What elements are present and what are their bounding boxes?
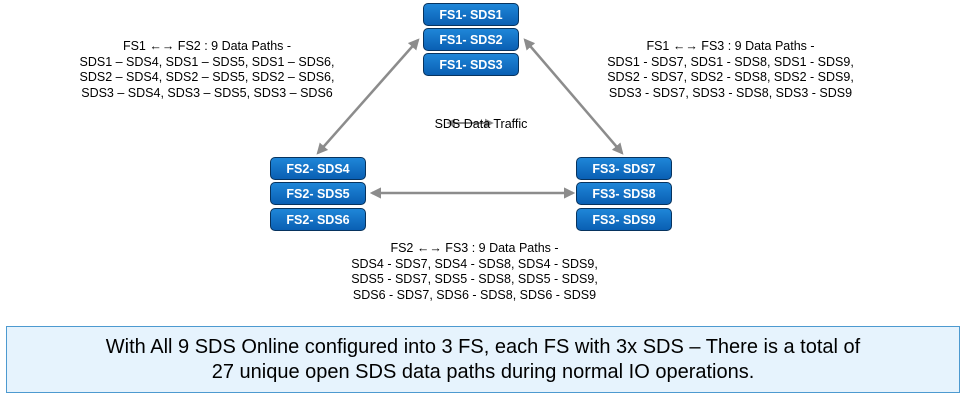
paths-fs2-fs3: FS2 ←→ FS3 : 9 Data Paths - SDS4 - SDS7,… (322, 241, 627, 303)
node-fs2-sds5: FS2- SDS5 (270, 182, 366, 205)
paths-fs1-fs3: FS1 ←→ FS3 : 9 Data Paths - SDS1 - SDS7,… (578, 39, 883, 101)
node-fs2-sds6: FS2- SDS6 (270, 208, 366, 231)
node-fs1-sds1: FS1- SDS1 (423, 3, 519, 26)
summary-line: 27 unique open SDS data paths during nor… (211, 360, 755, 383)
summary-line: With All 9 SDS Online configured into 3 … (105, 335, 861, 358)
legend-traffic-label: SDS Data Traffic (434, 117, 528, 131)
node-fs3-sds7: FS3- SDS7 (576, 157, 672, 180)
paths-line: SDS4 - SDS7, SDS4 - SDS8, SDS4 - SDS9, (351, 256, 598, 271)
paths-line: SDS3 - SDS7, SDS3 - SDS8, SDS3 - SDS9 (608, 85, 853, 100)
node-fs1-sds3: FS1- SDS3 (423, 53, 519, 76)
paths-line: SDS5 - SDS7, SDS5 - SDS8, SDS5 - SDS9, (351, 272, 598, 287)
paths-line: SDS2 - SDS7, SDS2 - SDS8, SDS2 - SDS9, (607, 70, 854, 85)
paths-heading: FS1 ←→ FS2 : 9 Data Paths - (122, 39, 292, 53)
node-fs3-sds8: FS3- SDS8 (576, 182, 672, 205)
paths-line: SDS1 – SDS4, SDS1 – SDS5, SDS1 – SDS6, (79, 54, 335, 69)
paths-heading: FS2 ←→ FS3 : 9 Data Paths - (390, 241, 559, 255)
node-fs3-sds9: FS3- SDS9 (576, 208, 672, 231)
node-fs1-sds2: FS1- SDS2 (423, 28, 519, 51)
arrow-fs1-fs2 (316, 38, 420, 155)
paths-line: SDS1 - SDS7, SDS1 - SDS8, SDS1 - SDS9, (607, 54, 854, 69)
node-fs2-sds4: FS2- SDS4 (270, 157, 366, 180)
summary-box: With All 9 SDS Online configured into 3 … (6, 326, 960, 393)
paths-line: SDS3 – SDS4, SDS3 – SDS5, SDS3 – SDS6 (81, 85, 333, 100)
paths-heading: FS1 ←→ FS3 : 9 Data Paths - (646, 39, 815, 53)
arrow-fs1-fs3 (523, 38, 624, 155)
paths-line: SDS2 – SDS4, SDS2 – SDS5, SDS2 – SDS6, (79, 70, 335, 85)
paths-line: SDS6 - SDS7, SDS6 - SDS8, SDS6 - SDS9 (352, 287, 597, 302)
paths-fs1-fs2: FS1 ←→ FS2 : 9 Data Paths - SDS1 – SDS4,… (57, 39, 357, 101)
